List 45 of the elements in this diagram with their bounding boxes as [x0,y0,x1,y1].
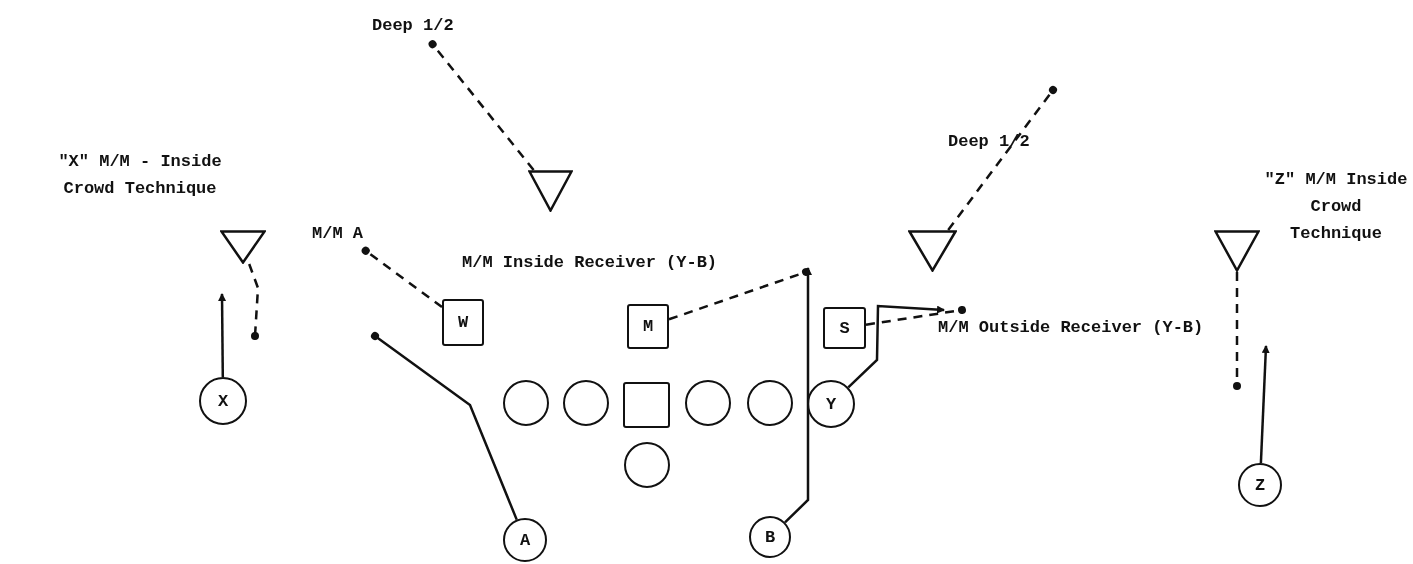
assignment-note: Deep 1/2 [948,132,1030,152]
position-letter: X [217,391,229,411]
receiver-route [371,332,518,521]
player-circle [685,380,731,426]
receiver-route [847,304,945,389]
coverage-route [865,306,966,326]
player-square [442,299,484,346]
player-square [623,382,670,428]
assignment-note: M/M Outside Receiver (Y-B) [938,318,1204,337]
position-letter: S [839,318,850,338]
position-letter: B [764,527,776,547]
position-letter: W [457,313,469,332]
player-circle [503,518,547,562]
coverage-route [361,246,443,308]
player-circle [807,380,855,428]
assignment-note: "X" M/M - Inside Crowd Technique [57,151,223,200]
defender-triangle [908,230,957,272]
player-circle [747,380,793,426]
player-circle [749,516,791,558]
receiver-route [784,267,812,524]
player-circle [503,380,549,426]
position-letter: M [642,317,654,336]
assignment-note: Deep 1/2 [372,16,454,35]
player-circle [624,442,670,488]
coverage-route [248,263,260,340]
coverage-route [668,268,810,321]
receiver-route [1259,345,1270,464]
position-letter: A [519,530,531,550]
player-circle [1238,463,1282,507]
receiver-route [218,293,227,377]
assignment-note: M/M Inside Receiver (Y-B) [462,252,719,274]
position-letter: Z [1254,475,1266,495]
coverage-route [947,86,1057,231]
defender-triangle [528,170,573,212]
player-circle [563,380,609,426]
player-circle [199,377,247,425]
coverage-route [428,40,535,171]
coverage-route [1233,272,1241,390]
assignment-note: "Z" M/M Inside Crowd Technique [1263,169,1409,245]
defender-triangle [220,230,266,264]
player-square [823,307,866,349]
assignment-note: M/M A [312,224,363,243]
defender-triangle [1214,230,1260,272]
position-letter: Y [825,394,837,414]
player-square [627,304,669,349]
